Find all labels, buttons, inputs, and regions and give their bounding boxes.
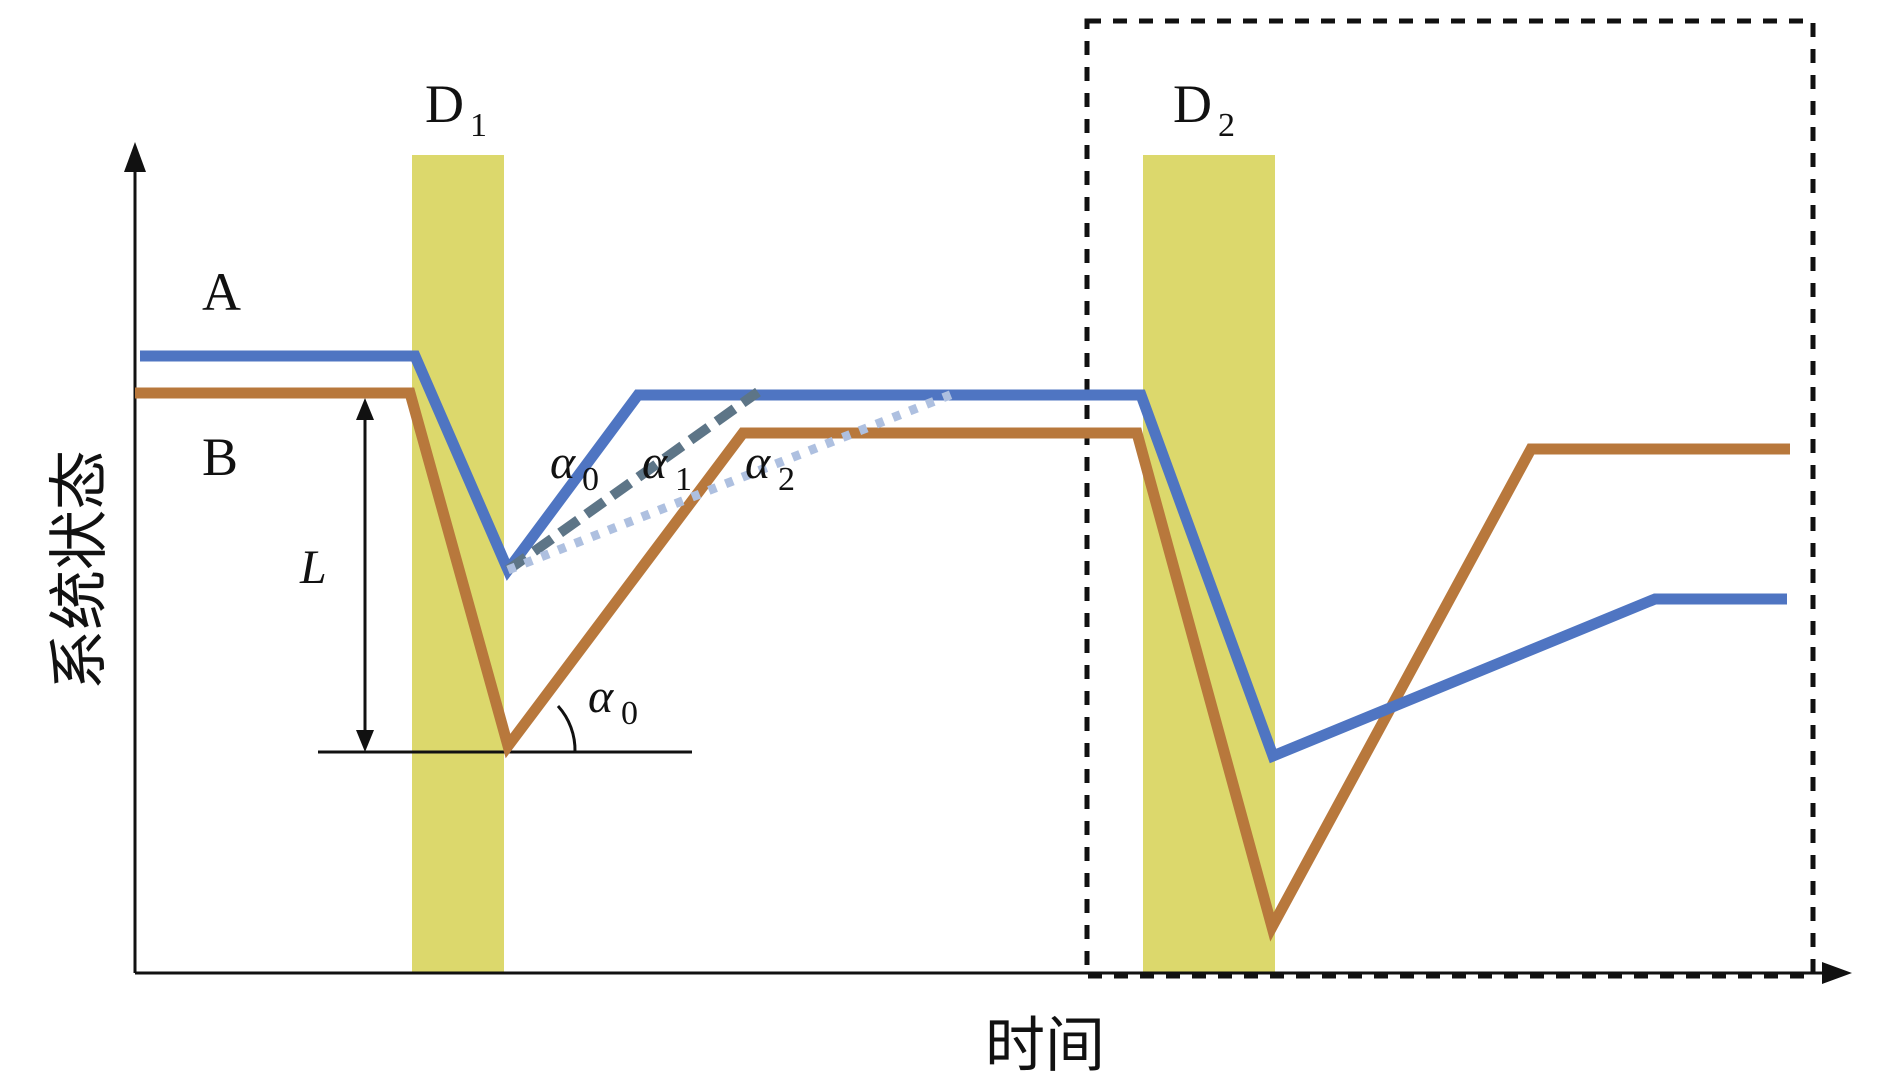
alpha1-label: α (642, 436, 668, 489)
alpha0-lower-subscript: 0 (621, 695, 638, 732)
x-axis-title: 时间 (985, 1011, 1105, 1081)
focus-box (1084, 18, 1816, 979)
alpha0-lower-label: α (588, 670, 614, 723)
x-axis-arrowhead (1822, 962, 1852, 984)
disturbance-1-label: D (425, 74, 464, 134)
curve-a-label: A (202, 262, 241, 322)
disturbance-1-subscript: 1 (470, 107, 487, 144)
alpha2-subscript: 2 (778, 461, 795, 498)
angle-arc (556, 704, 577, 753)
disturbance-2-label: D (1173, 74, 1212, 134)
alpha1-recovery-dashed (505, 387, 761, 575)
y-axis-title: 系统状态 (45, 450, 115, 690)
loss-arrow-head-bottom (356, 730, 374, 752)
curve-a (140, 350, 1787, 764)
alpha2-recovery-dotted (506, 388, 957, 575)
alpha0-upper-label: α (550, 436, 576, 489)
curve-b-label: B (202, 427, 238, 487)
alpha2-label: α (745, 436, 771, 489)
y-axis-arrowhead (124, 142, 146, 172)
alpha0-upper-subscript: 0 (582, 461, 599, 498)
curve-b (135, 387, 1790, 942)
alpha1-subscript: 1 (675, 461, 692, 498)
loss-arrow-head-top (356, 398, 374, 420)
disturbance-2-subscript: 2 (1218, 107, 1235, 144)
loss-label: L (299, 541, 327, 594)
